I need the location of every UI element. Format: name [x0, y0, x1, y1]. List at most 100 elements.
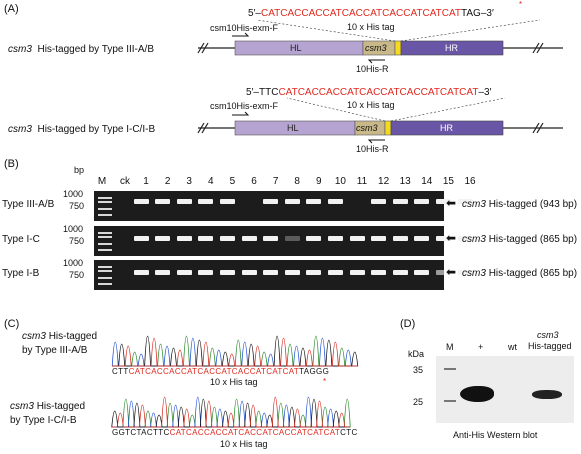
- ladder-label-top: 1000: [63, 189, 84, 199]
- primer-r-b: 10His-R: [356, 144, 389, 154]
- seq-red: CATCACCACCATCACCATCACCATCATCAT: [278, 87, 479, 98]
- gel-band: [371, 236, 387, 241]
- ladder-band: [98, 283, 112, 285]
- gel-band: [263, 236, 279, 241]
- gel-result-label: csm3 His-tagged (943 bp): [462, 199, 578, 210]
- gel-band: [241, 236, 257, 241]
- band-arrow-icon: ⬅: [446, 196, 457, 210]
- gel-band: [328, 236, 343, 241]
- gel-image: [94, 191, 473, 221]
- lane-number: 3: [186, 176, 192, 187]
- chrom-2-label: csm3 His-tagged by Type I-C/I-B: [10, 401, 86, 426]
- primer-f-a: csm10His-exm-F: [210, 23, 279, 33]
- seq-prefix: 5′–TTC: [246, 87, 279, 98]
- star-marker: *: [519, 0, 523, 9]
- ladder-band: [98, 270, 112, 272]
- trace-line: [112, 335, 358, 367]
- ladder-label-bottom: 750: [69, 236, 85, 246]
- gel-band: [155, 270, 171, 275]
- wb-lane-tagged: His-tagged: [528, 341, 572, 351]
- gel-band: [176, 236, 192, 241]
- gel-band: [392, 270, 408, 275]
- lane-number: 14: [421, 176, 433, 187]
- gel-band: [220, 270, 235, 275]
- row-text: His-tagged by Type I-C/I-B: [37, 124, 156, 135]
- wb-caption: Anti-His Western blot: [453, 430, 538, 440]
- gel-row-label: Type I-B: [2, 268, 40, 279]
- tag-label-b: 10 x His tag: [347, 100, 395, 110]
- band-arrow-icon: ⬅: [446, 231, 457, 245]
- wb-marker-band-25: [444, 400, 456, 402]
- chrom-1-star: *: [323, 377, 327, 386]
- hl-label-b: HL: [287, 123, 299, 133]
- gel-band: [176, 270, 192, 275]
- trace-line: [112, 337, 358, 367]
- gel-band: [349, 236, 365, 241]
- lane-ck: ck: [120, 176, 130, 187]
- gel-result-label: csm3 His-tagged (865 bp): [462, 234, 578, 245]
- lane-number: 4: [208, 176, 214, 187]
- gel-band: [284, 199, 300, 204]
- gel-band: [306, 199, 322, 204]
- ladder-band: [98, 201, 112, 203]
- gel-band: [414, 236, 430, 241]
- lane-number: 9: [316, 176, 322, 187]
- gel-band: [328, 270, 343, 275]
- seq-prefix: 5′–: [248, 8, 261, 19]
- gel-band: [176, 199, 192, 204]
- gel-band: [306, 270, 322, 275]
- gel-band: [241, 270, 257, 275]
- chrom-1-tag-label: 10 x His tag: [210, 377, 258, 387]
- tag-label-a: 10 x His tag: [347, 22, 395, 32]
- gel-image: [94, 260, 473, 290]
- ladder-band: [98, 266, 112, 268]
- hr-box: [400, 40, 504, 56]
- chrom-2-sequence: GGTCTACTTCCATCACCACCATCACCATCACCATCATCAT…: [112, 428, 358, 437]
- panel-c-label: (C): [4, 318, 20, 330]
- wb-band-tagged: [532, 390, 562, 399]
- lane-number: 11: [356, 176, 368, 187]
- panel-a-label: (A): [4, 3, 19, 15]
- ladder-band: [98, 232, 112, 234]
- gel-band: [155, 199, 171, 204]
- construct-a-row-label: csm3 His-tagged by Type III-A/B: [8, 44, 154, 55]
- chromatogram-1-trace: [111, 335, 359, 367]
- row-text: His-tagged by Type III-A/B: [37, 44, 155, 55]
- ladder-band: [98, 236, 112, 238]
- gel-band: [220, 236, 235, 241]
- gene-name: csm3: [8, 44, 32, 55]
- wb-band-positive: [460, 386, 494, 402]
- lane-number: 13: [399, 176, 411, 187]
- construct-b-row-label: csm3 His-tagged by Type I-C/I-B: [8, 124, 155, 135]
- gel-band: [263, 270, 279, 275]
- ladder-band: [98, 249, 112, 251]
- lane-number: 8: [294, 176, 300, 187]
- gel-band: [328, 199, 343, 204]
- lane-number: 1: [143, 176, 149, 187]
- gel-row-label: Type I-C: [2, 234, 40, 245]
- gene-name: csm3: [8, 124, 32, 135]
- gel-band: [306, 236, 322, 241]
- western-blot-membrane: [436, 356, 574, 423]
- ladder-label-top: 1000: [63, 258, 84, 268]
- gel-band: [133, 236, 149, 241]
- insert-label-b: csm3: [356, 123, 378, 133]
- hl-label-a: HL: [290, 43, 302, 53]
- trace-line: [112, 396, 350, 428]
- seq-suffix: –3′: [478, 87, 492, 98]
- bp-label: bp: [74, 165, 85, 175]
- ladder-band: [98, 214, 112, 216]
- gel-band: [284, 236, 300, 241]
- ladder-band: [98, 197, 112, 199]
- gel-band: [371, 270, 387, 275]
- gel-band: [436, 270, 451, 275]
- gel-band: [392, 236, 408, 241]
- hr-label-b: HR: [440, 123, 453, 133]
- gel-band: [436, 236, 451, 241]
- panel-d-label: (D): [400, 318, 416, 330]
- gel-band: [133, 199, 149, 204]
- gel-band: [263, 199, 279, 204]
- construct-b-diagram: [197, 97, 563, 144]
- wb-lane-plus: +: [478, 342, 484, 352]
- gel-band: [457, 236, 473, 241]
